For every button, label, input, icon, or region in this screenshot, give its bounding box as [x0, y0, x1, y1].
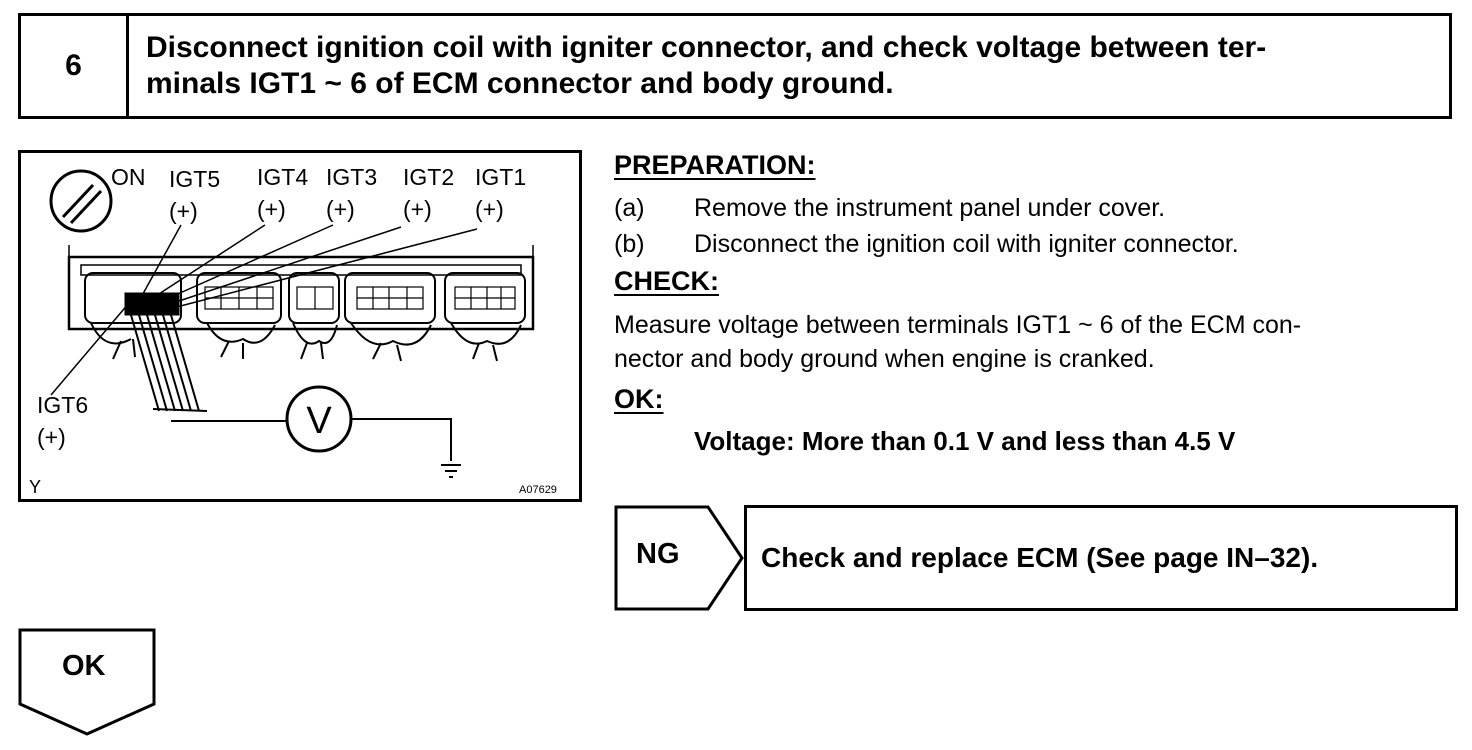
step-title: Disconnect ignition coil with igniter co… [146, 30, 1436, 102]
figure-id: A07629 [519, 484, 557, 496]
igt3-polarity: (+) [326, 196, 355, 222]
switch-on-label: ON [111, 164, 146, 190]
ignition-switch-icon [49, 169, 113, 233]
ground-icon [441, 464, 461, 478]
step-divider [126, 16, 129, 116]
ng-action-text: Check and replace ECM (See page IN–32). [761, 542, 1319, 573]
igt6-polarity: (+) [37, 424, 66, 450]
step-title-line-1: Disconnect ignition coil with igniter co… [146, 31, 1267, 64]
ng-arrow-box [614, 505, 744, 611]
voltmeter-icon: V [171, 385, 452, 461]
check-line-1: Measure voltage between terminals IGT1 ~… [614, 311, 1302, 339]
step-header [18, 13, 1452, 119]
preparation-item-a: (a) Remove the instrument panel under co… [614, 194, 1165, 223]
wiring-figure [18, 150, 582, 502]
igt1-label: IGT1 [475, 164, 526, 190]
ok-spec: Voltage: More than 0.1 V and less than 4… [694, 426, 1236, 456]
igt5-polarity: (+) [169, 198, 198, 224]
step-title-line-2: minals IGT1 ~ 6 of ECM connector and bod… [146, 67, 894, 100]
preparation-item-b: (b) Disconnect the ignition coil with ig… [614, 230, 1239, 259]
ecm-connector-body [67, 245, 535, 412]
meter-symbol: V [306, 400, 332, 442]
igt4-label: IGT4 [257, 164, 308, 190]
item-marker: (b) [614, 230, 645, 258]
ok-heading: OK: [614, 384, 664, 414]
igt3-label: IGT3 [326, 164, 377, 190]
igt5-label: IGT5 [169, 166, 220, 192]
leader-lines [50, 224, 478, 396]
igt6-label: IGT6 [37, 392, 88, 418]
item-marker: (a) [614, 194, 645, 222]
step-number: 6 [65, 49, 82, 82]
ng-label: NG [636, 538, 680, 570]
ecm-connector-diagram: ON IGT5 (+) IGT4 (+) IGT3 (+) IGT2 (+) I… [29, 164, 557, 497]
igt2-polarity: (+) [403, 196, 432, 222]
igt1-polarity: (+) [475, 196, 504, 222]
ok-label: OK [62, 650, 106, 682]
igt2-label: IGT2 [403, 164, 454, 190]
preparation-heading: PREPARATION: [614, 150, 816, 180]
igt4-polarity: (+) [257, 196, 286, 222]
item-text: Disconnect the ignition coil with ignite… [694, 230, 1239, 258]
item-text: Remove the instrument panel under cover. [694, 194, 1166, 222]
check-heading: CHECK: [614, 266, 719, 296]
check-line-2: nector and body ground when engine is cr… [614, 345, 1155, 373]
ng-action-box: Check and replace ECM (See page IN–32). [744, 505, 1458, 611]
ok-arrow-box [18, 628, 156, 736]
check-instructions: Measure voltage between terminals IGT1 ~… [614, 308, 1301, 376]
figure-corner-code: Y [29, 477, 41, 497]
